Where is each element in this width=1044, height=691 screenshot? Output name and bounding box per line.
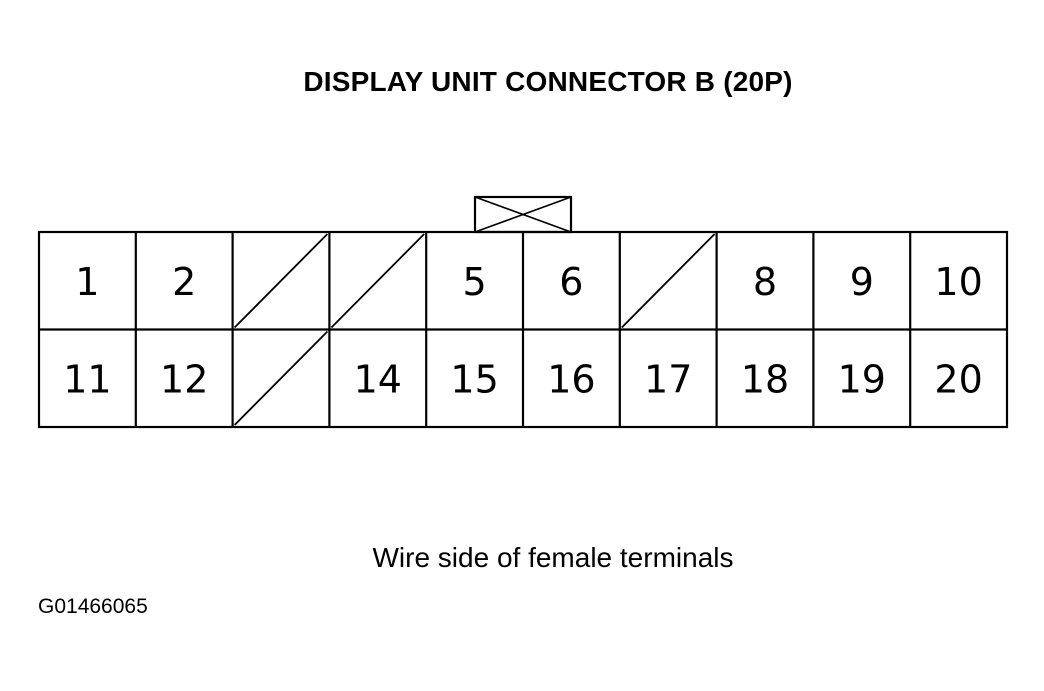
terminal-10-label: 10 [934, 260, 982, 304]
terminal-15-label: 15 [450, 357, 498, 401]
terminal-17-label: 17 [644, 357, 692, 401]
locking-tab-cross [474, 196, 572, 233]
terminal-9-label: 9 [850, 260, 874, 304]
figure-id: G01466065 [38, 595, 148, 618]
terminal-20-label: 20 [934, 357, 982, 401]
diagram-title: DISPLAY UNIT CONNECTOR B (20P) [303, 66, 793, 97]
diagram-caption: Wire side of female terminals [372, 542, 734, 573]
terminal-12-label: 12 [160, 357, 208, 401]
terminal-6-label: 6 [559, 260, 583, 304]
terminal-2-label: 2 [172, 260, 196, 304]
terminal-8-label: 8 [753, 260, 777, 304]
empty-terminal-mark [330, 233, 425, 329]
empty-terminal-mark [233, 233, 329, 329]
terminal-16-label: 16 [547, 357, 595, 401]
terminal-5-label: 5 [463, 260, 487, 304]
empty-terminal-mark [621, 233, 716, 329]
terminal-11-label: 11 [63, 357, 111, 401]
terminal-18-label: 18 [741, 357, 789, 401]
empty-terminal-mark [233, 330, 329, 426]
terminal-1-label: 1 [75, 260, 99, 304]
terminal-19-label: 19 [838, 357, 886, 401]
terminal-14-label: 14 [354, 357, 402, 401]
